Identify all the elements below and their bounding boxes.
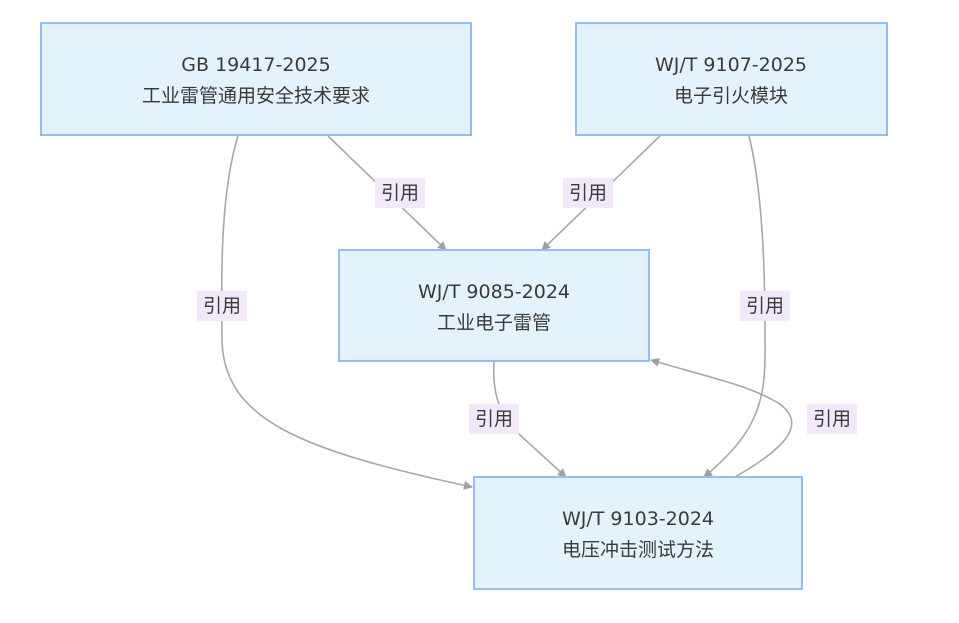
edge-label-text: 引用 [569,182,607,204]
node-code: WJ/T 9107-2025 [655,54,807,76]
edge-labels: 引用 引用 引用 引用 引用 引用 [197,178,857,434]
edge-label-text: 引用 [381,182,419,204]
edge-label-wjt9103-wjt9085: 引用 [807,404,857,434]
edge-label-wjt9085-wjt9103: 引用 [469,404,519,434]
node-title: 电压冲击测试方法 [562,539,714,561]
node-code: WJ/T 9085-2024 [418,281,570,303]
node-title: 工业电子雷管 [437,312,551,334]
edge-label-gb19417-wjt9103: 引用 [197,291,247,321]
edge-label-text: 引用 [746,295,784,317]
node-wjt9085[interactable]: WJ/T 9085-2024 工业电子雷管 [338,249,650,362]
edge-label-text: 引用 [203,295,241,317]
node-code: GB 19417-2025 [181,54,330,76]
edge-label-wjt9107-wjt9103: 引用 [740,291,790,321]
edge-label-text: 引用 [813,408,851,430]
node-wjt9103[interactable]: WJ/T 9103-2024 电压冲击测试方法 [473,476,803,590]
edge-label-wjt9107-wjt9085: 引用 [563,178,613,208]
edge-gb19417-to-wjt9103[interactable] [220,135,473,490]
node-code: WJ/T 9103-2024 [562,508,714,530]
edge-wjt9103-to-wjt9085[interactable] [650,358,793,478]
node-title: 工业雷管通用安全技术要求 [142,85,370,107]
node-title: 电子引火模块 [674,85,788,107]
edge-label-gb19417-wjt9085: 引用 [375,178,425,208]
edge-wjt9107-to-wjt9103[interactable] [703,135,766,478]
node-gb19417[interactable]: GB 19417-2025 工业雷管通用安全技术要求 [40,22,472,136]
node-wjt9107[interactable]: WJ/T 9107-2025 电子引火模块 [575,22,888,136]
edge-label-text: 引用 [475,408,513,430]
